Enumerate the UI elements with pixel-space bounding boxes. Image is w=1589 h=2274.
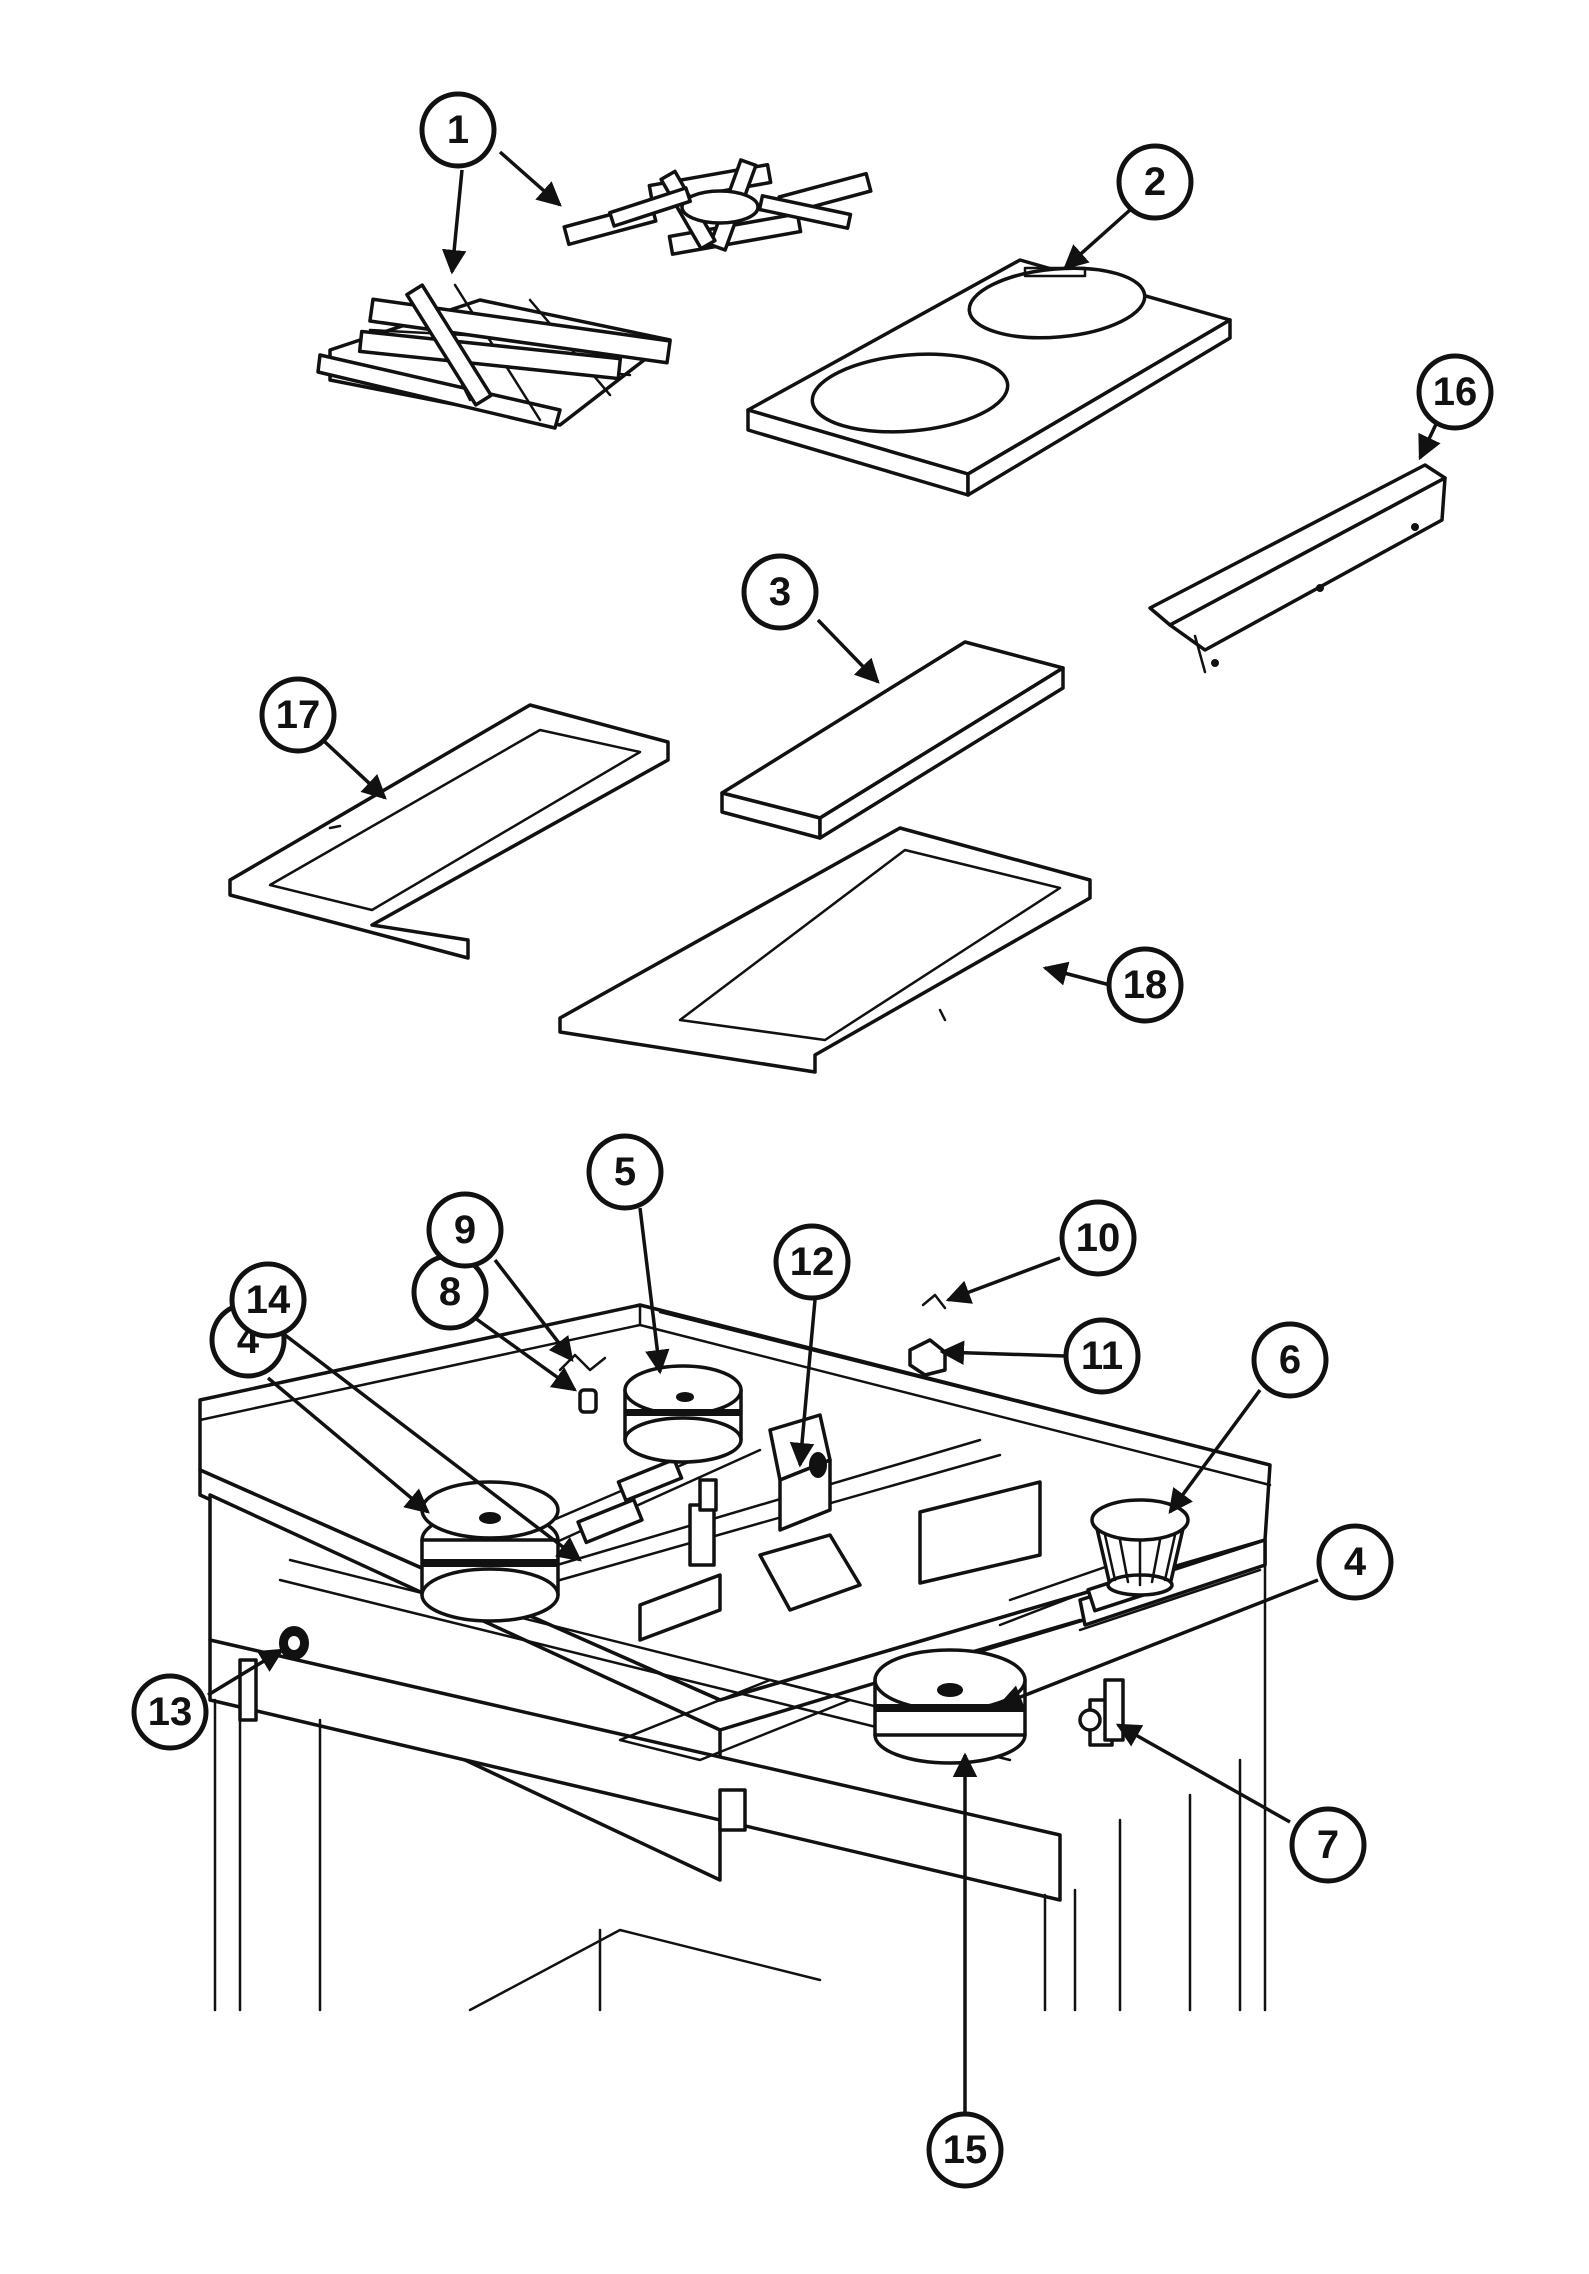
callout-17: 17: [259, 676, 337, 754]
callout-label: 16: [1433, 370, 1478, 414]
callout-label: 5: [614, 1150, 636, 1194]
callout-label: 6: [1279, 1338, 1301, 1382]
range-body: [198, 1293, 1272, 2012]
callout-label: 9: [454, 1208, 476, 1252]
burner-right-front: [873, 1648, 1027, 1765]
callout-label: 7: [1317, 1823, 1339, 1867]
callout-6: 6: [1251, 1321, 1329, 1399]
callout-label: 11: [1081, 1334, 1123, 1378]
callout-label: 1: [447, 108, 469, 152]
callout-12: 12: [773, 1223, 851, 1301]
callout-label: 15: [943, 2128, 988, 2172]
callout-18: 18: [1106, 946, 1184, 1024]
rear-trim-strip: [1148, 463, 1447, 674]
callout-label: 14: [246, 1278, 291, 1322]
callout-15: 15: [926, 2111, 1004, 2189]
burner-grate-left: [316, 283, 672, 430]
burner-grate-right: [562, 158, 873, 256]
callout-label: 10: [1076, 1216, 1121, 1260]
callout-9: 9: [426, 1191, 504, 1269]
griddle-cover: [746, 258, 1232, 497]
burner-left-front: [420, 1480, 560, 1623]
burner-right-rear: [1090, 1498, 1190, 1597]
callout-14: 14: [229, 1261, 307, 1339]
burner-frame-left: [228, 703, 670, 960]
callout-label: 3: [769, 570, 791, 614]
callout-16: 16: [1416, 353, 1494, 431]
callout-5: 5: [586, 1133, 664, 1211]
burner-frame-right: [558, 826, 1092, 1074]
callout-label: 4: [1344, 1540, 1367, 1584]
cover-plate: [720, 640, 1065, 840]
callout-label: 17: [276, 693, 321, 737]
callout-13: 13: [131, 1673, 209, 1751]
callout-label: 18: [1123, 963, 1168, 1007]
callout-3: 3: [741, 553, 819, 631]
callout-4-right: 4: [1316, 1523, 1394, 1601]
callout-7: 7: [1289, 1806, 1367, 1884]
callout-1: 1: [419, 91, 497, 169]
callout-label: 12: [790, 1240, 835, 1284]
callout-10: 10: [1059, 1199, 1137, 1277]
burner-left-rear: [623, 1364, 743, 1464]
leader-lines: [207, 150, 1441, 2115]
callout-2: 2: [1116, 143, 1194, 221]
callout-label: 13: [148, 1690, 193, 1734]
callout-11: 11: [1063, 1317, 1141, 1395]
callout-label: 2: [1144, 160, 1166, 204]
callout-label: 8: [439, 1270, 461, 1314]
